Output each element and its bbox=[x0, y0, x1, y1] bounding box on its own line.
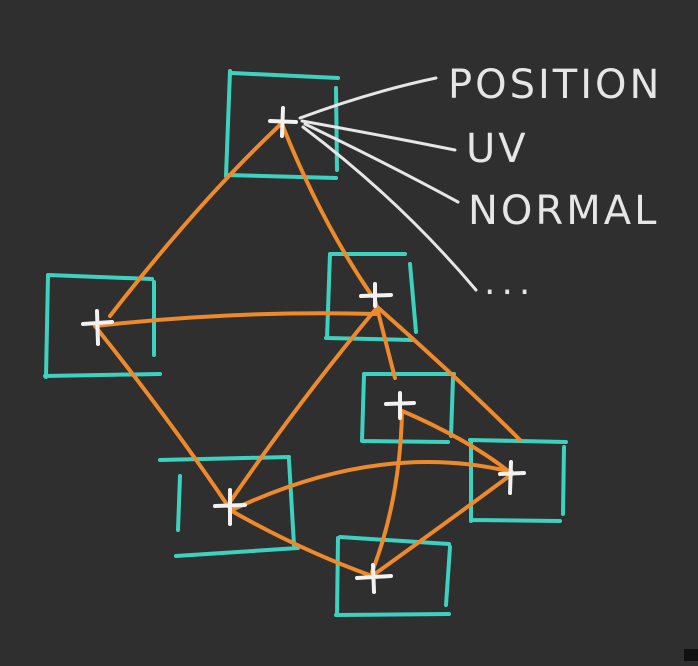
edge-bottom-right bbox=[370, 472, 514, 578]
edge-middle-right bbox=[398, 408, 514, 476]
label-position: POSITION bbox=[448, 62, 662, 108]
edge-centerright-middle bbox=[373, 298, 397, 380]
vertex-marker-bottom-left bbox=[213, 488, 247, 526]
corner-mark bbox=[684, 649, 698, 661]
vertex-marker-middle bbox=[384, 391, 416, 420]
vertex-marker-left bbox=[81, 309, 114, 346]
vertex-box-bottom bbox=[334, 535, 452, 617]
vertex-box-center-right bbox=[324, 252, 418, 342]
edge-middle-bottom bbox=[370, 410, 404, 574]
vertex-marker-bottom bbox=[355, 563, 393, 594]
edge-bottomleft-right bbox=[230, 460, 514, 512]
edge-left-bottomleft bbox=[93, 324, 230, 508]
callout-line-more bbox=[301, 125, 478, 292]
edge-centerright-right bbox=[373, 303, 522, 442]
edge-bottomleft-bottom bbox=[228, 508, 374, 578]
vertex-marker-center-right bbox=[359, 282, 393, 308]
edge-centerright-bottomleft bbox=[228, 308, 377, 504]
callout-line-position bbox=[298, 76, 438, 120]
edge-left-centerright bbox=[93, 311, 379, 328]
vertex-marker-top bbox=[268, 106, 298, 138]
callout-line-uv bbox=[300, 119, 457, 152]
callout-line-normal bbox=[303, 122, 460, 204]
edge-top-centerright bbox=[280, 122, 374, 298]
vertex-box-bottom-left bbox=[158, 455, 300, 558]
vertex-box-middle bbox=[360, 372, 456, 444]
label-normal: NORMAL bbox=[468, 188, 659, 234]
vertex-marker-right bbox=[498, 460, 526, 495]
label-uv: UV bbox=[466, 126, 529, 172]
vertex-box-left bbox=[43, 273, 162, 379]
vertex-box-right bbox=[468, 438, 568, 523]
edge-top-left bbox=[108, 121, 284, 318]
label-more: ... bbox=[484, 262, 536, 303]
vertex-box-top bbox=[224, 69, 340, 180]
